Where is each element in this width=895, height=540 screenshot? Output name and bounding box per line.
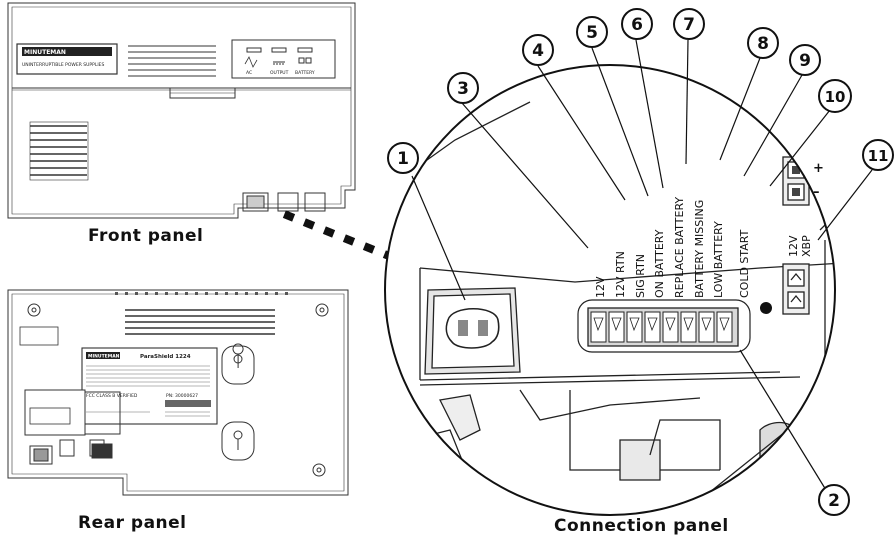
rear-brand-text: MINUTEMAN [88, 354, 120, 360]
terminal-label-12v-rtn: 12V RTN [614, 251, 627, 298]
callout-3: 3 [447, 72, 479, 104]
xbp-minus-sign: – [813, 185, 820, 200]
terminal-label-battery-missing: BATTERY MISSING [693, 200, 706, 298]
terminal-label-replace-battery: REPLACE BATTERY [673, 197, 686, 298]
callout-7-text: 7 [683, 15, 695, 35]
terminal-label-12v: 12V [594, 276, 607, 298]
callout-1: 1 [387, 142, 419, 174]
callout-10-text: 10 [825, 88, 846, 106]
callout-2: 2 [818, 484, 850, 516]
callout-4: 4 [522, 34, 554, 66]
front-panel-caption: Front panel [88, 226, 204, 246]
callout-11: 11 [862, 139, 894, 171]
callout-8: 8 [747, 27, 779, 59]
callout-11-text: 11 [868, 147, 889, 165]
front-brand-text: MINUTEMAN [24, 49, 66, 56]
front-subtitle-text: UNINTERRUPTIBLE POWER SUPPLIES [22, 62, 105, 68]
callout-8-text: 8 [757, 34, 769, 54]
terminal-label-sig-rtn: SIG RTN [634, 254, 647, 298]
terminal-label-low-battery: LOW BATTERY [712, 221, 725, 298]
rear-fcc-text: FCC CLASS B VERIFIED [86, 393, 138, 399]
callout-badges: 1 3 4 5 6 7 8 9 10 11 2 [387, 8, 894, 516]
callout-9-text: 9 [799, 51, 811, 71]
rear-model-text: ParaShield 1224 [140, 354, 191, 360]
callout-2-text: 2 [828, 491, 840, 511]
xbp-plus-sign: + [813, 161, 824, 176]
callout-6-text: 6 [631, 15, 643, 35]
rear-panel-drawing [7, 289, 349, 496]
connection-panel-circle [384, 64, 836, 516]
front-indicator-battery: BATTERY [295, 70, 315, 76]
front-panel-drawing [7, 2, 356, 219]
callout-4-text: 4 [532, 41, 544, 61]
connection-panel-caption: Connection panel [554, 516, 729, 536]
rear-pn-text: PN: 30000627 [166, 393, 198, 399]
front-indicator-output: OUTPUT [270, 70, 289, 76]
terminal-label-on-battery: ON BATTERY [653, 229, 666, 298]
terminal-labels: 12V 12V RTN SIG RTN ON BATTERY REPLACE B… [594, 197, 813, 298]
callout-7: 7 [673, 8, 705, 40]
callout-5-text: 5 [586, 23, 598, 43]
callout-9: 9 [789, 44, 821, 76]
terminal-label-cold-start: COLD START [738, 229, 751, 298]
xbp-label-12v: 12V [787, 235, 800, 257]
callout-5: 5 [576, 16, 608, 48]
callout-1-text: 1 [397, 149, 409, 169]
callout-leader-lines [411, 39, 873, 491]
callout-3-text: 3 [457, 79, 469, 99]
callout-10: 10 [818, 79, 852, 113]
callout-6: 6 [621, 8, 653, 40]
rear-panel-caption: Rear panel [78, 513, 187, 533]
xbp-label-xbp: XBP [800, 235, 813, 257]
front-indicator-ac: AC [246, 70, 252, 76]
